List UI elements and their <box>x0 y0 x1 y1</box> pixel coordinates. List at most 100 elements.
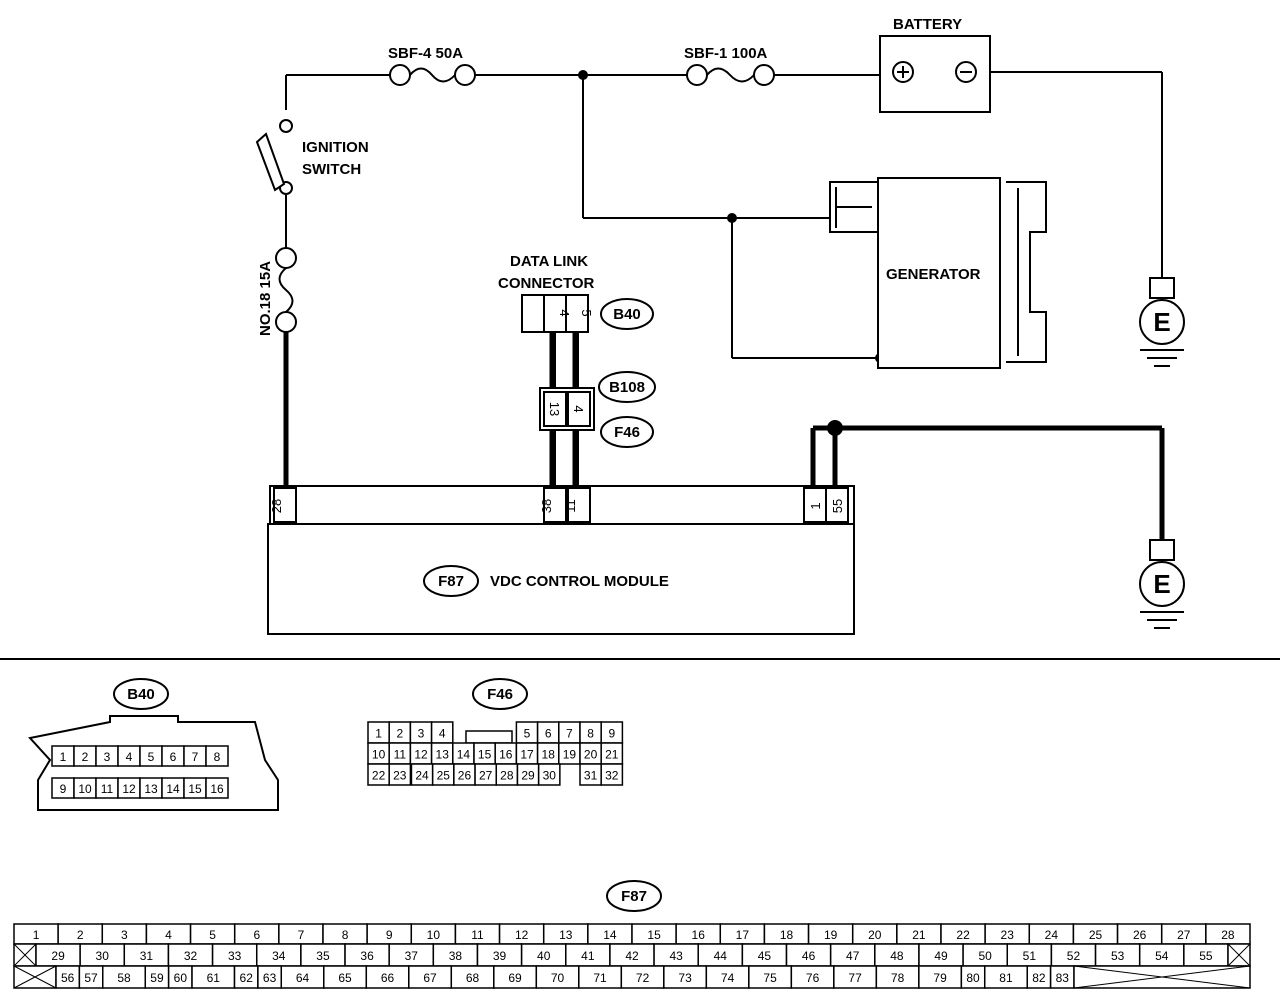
f87-view-title: F87 <box>621 888 647 905</box>
f46-view-title: F46 <box>487 686 513 703</box>
ground-top <box>1139 277 1185 367</box>
f87-pin-label: 78 <box>891 971 905 985</box>
fuse-sbf4-label: SBF-4 50A <box>388 45 463 62</box>
f87-pin-label: 10 <box>427 928 441 942</box>
f87-pin-label: 8 <box>342 928 349 942</box>
f46-pin-label: 8 <box>587 727 594 741</box>
f87-pin-label: 16 <box>692 928 706 942</box>
f87-pin-label: 61 <box>207 971 221 985</box>
module-pin-label: 28 <box>269 499 284 513</box>
f87-pin-label: 34 <box>272 949 286 963</box>
tag-b40-label: B40 <box>613 306 641 323</box>
f87-pin-label: 59 <box>150 971 164 985</box>
module-pin-label: 1 <box>808 502 823 509</box>
f87-pin-label: 3 <box>121 928 128 942</box>
f46-pin-label: 25 <box>437 769 451 783</box>
b40-pin-label: 15 <box>188 782 202 796</box>
f87-pin-label: 83 <box>1056 971 1070 985</box>
f87-pin-label: 70 <box>551 971 565 985</box>
b40-view-title: B40 <box>127 686 155 703</box>
f87-pin-label: 60 <box>174 971 188 985</box>
generator-label: GENERATOR <box>886 266 981 283</box>
f87-pin-label: 81 <box>999 971 1013 985</box>
f87-pin-label: 66 <box>381 971 395 985</box>
tag-b40-view <box>113 678 169 710</box>
b40-pin-label: 14 <box>166 782 180 796</box>
f87-blank-cell-cross <box>13 965 57 989</box>
generator <box>829 177 1047 369</box>
b40-pin-label: 5 <box>148 750 155 764</box>
f87-pin-label: 43 <box>669 949 683 963</box>
f87-pin-label: 64 <box>296 971 310 985</box>
f87-pin-label: 14 <box>603 928 617 942</box>
b40-pin-cell <box>205 777 229 799</box>
f46-pin-label: 30 <box>543 769 557 783</box>
f87-pin-label: 6 <box>253 928 260 942</box>
f46-pin-label: 28 <box>500 769 514 783</box>
b40-pin-label: 4 <box>126 750 133 764</box>
f87-blank-cell-cross <box>1073 965 1251 989</box>
f87-pin-label: 65 <box>338 971 352 985</box>
tag-f46 <box>600 416 654 448</box>
f87-pin-label: 48 <box>890 949 904 963</box>
battery-plus-icon <box>892 61 914 83</box>
f46-pin-label: 26 <box>458 769 472 783</box>
f87-pin-label: 26 <box>1133 928 1147 942</box>
ignition-switch <box>255 119 293 195</box>
f87-pin-label: 37 <box>405 949 419 963</box>
f87-pin-label: 20 <box>868 928 882 942</box>
vdc-control-module <box>267 485 855 635</box>
f87-pin-label: 52 <box>1067 949 1081 963</box>
b40-pin-label: 7 <box>192 750 199 764</box>
f87-pin-label: 13 <box>559 928 573 942</box>
f87-pin-label: 71 <box>593 971 607 985</box>
f87-blank-cell-cross <box>1227 943 1251 967</box>
f87-pin-label: 47 <box>846 949 860 963</box>
f46-pin-label: 24 <box>415 769 429 783</box>
b40-pin-label: 9 <box>60 782 67 796</box>
f87-pin-label: 56 <box>61 971 75 985</box>
ground-symbol: E <box>1153 569 1170 599</box>
fuse-no18-label: NO.18 15A <box>257 261 274 336</box>
f87-pin-label: 75 <box>763 971 777 985</box>
ignition-switch-label-2: SWITCH <box>302 161 361 178</box>
b40-pin-label: 5 <box>579 309 594 316</box>
f87-pin-label: 25 <box>1089 928 1103 942</box>
f87-pin-label: 32 <box>184 949 198 963</box>
junction-dot <box>727 213 737 223</box>
f87-pin-label: 19 <box>824 928 838 942</box>
f46-pin-cell <box>537 763 561 786</box>
f46-pin-label: 19 <box>563 748 577 762</box>
f46-pin-label: 1 <box>375 727 382 741</box>
f46-pin-label: 18 <box>542 748 556 762</box>
b40-pin-label: 12 <box>122 782 136 796</box>
f87-pin-label: 36 <box>360 949 374 963</box>
tag-f87 <box>423 565 479 597</box>
fuse-sbf4 <box>389 64 476 86</box>
fuse-sbf1 <box>686 64 775 86</box>
tag-f46-label: F46 <box>614 424 640 441</box>
f46-pin-label: 11 <box>394 748 407 762</box>
battery-minus-icon <box>955 61 977 83</box>
f87-pin-label: 29 <box>51 949 65 963</box>
module-pin-label: 55 <box>830 499 845 513</box>
f87-pin-label: 17 <box>736 928 750 942</box>
f87-pin-label: 79 <box>933 971 947 985</box>
module-pin-label: 11 <box>563 499 578 513</box>
f87-pin-label: 9 <box>386 928 393 942</box>
tag-f46-view <box>472 678 528 710</box>
f87-pin-label: 45 <box>758 949 772 963</box>
f87-pin-label: 77 <box>848 971 862 985</box>
f87-pin-label: 15 <box>647 928 661 942</box>
f46-pin-label: 27 <box>479 769 493 783</box>
f87-blank-cell-cross <box>13 943 37 967</box>
f87-pin-label: 44 <box>714 949 728 963</box>
f87-pin-label: 24 <box>1045 928 1059 942</box>
b40-pin-label: 10 <box>78 782 92 796</box>
f46-pin-label: 20 <box>584 748 598 762</box>
tag-b108 <box>598 371 656 403</box>
tag-f87-label: F87 <box>438 573 464 590</box>
f46-pin-label: 16 <box>499 748 513 762</box>
